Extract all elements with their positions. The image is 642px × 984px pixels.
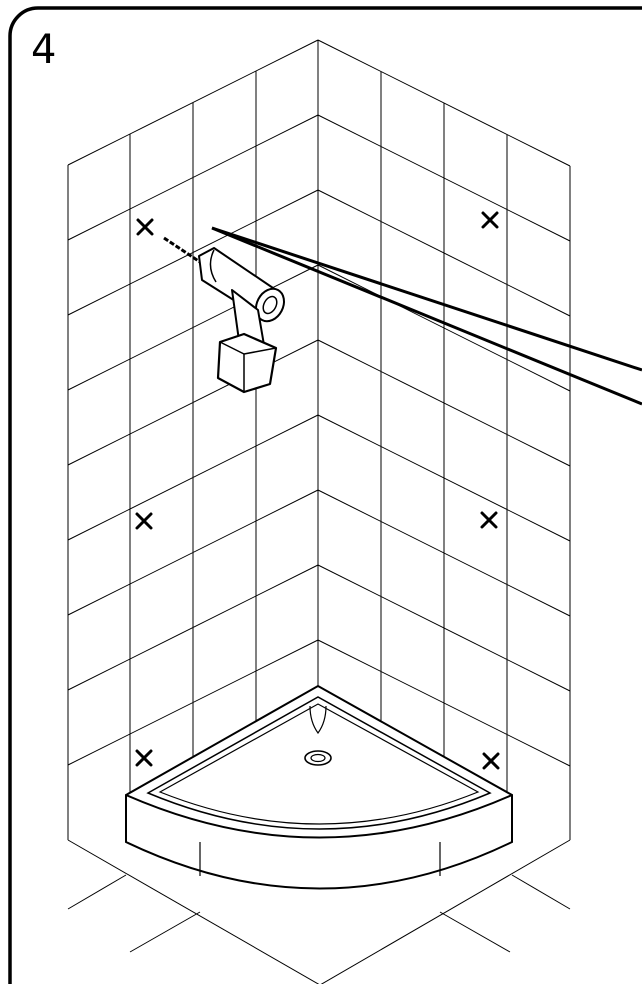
callout-lines (211, 226, 642, 406)
tile-line (67, 114, 319, 241)
cross-mark-icon (136, 218, 154, 236)
cross-mark-icon (482, 752, 500, 770)
tile-line (67, 414, 319, 541)
tile-line (317, 339, 571, 467)
step-number: 4 (31, 27, 56, 73)
tile-line (317, 564, 571, 692)
tile-line (317, 489, 571, 617)
tile-line (67, 264, 319, 391)
floor-tiles (67, 839, 571, 984)
tile-line (67, 639, 319, 766)
tile-line (317, 414, 571, 542)
tile-line (317, 189, 571, 317)
tile-line (317, 114, 571, 242)
cross-mark-icon (480, 511, 498, 529)
tile-line (317, 264, 571, 392)
tile-line (67, 339, 319, 466)
drain-hole (304, 750, 332, 766)
cross-mark-icon (135, 749, 153, 767)
cross-mark-icon (135, 512, 153, 530)
tile-line (67, 564, 319, 691)
tile-grid (67, 39, 571, 840)
tile-line (67, 189, 319, 316)
tile-line (67, 489, 319, 616)
cross-mark-icon (481, 211, 499, 229)
cordless-drill-icon (163, 236, 285, 394)
tile-line (317, 639, 571, 767)
quadrant-shower-tray (125, 684, 513, 890)
panel-frame (8, 6, 642, 984)
